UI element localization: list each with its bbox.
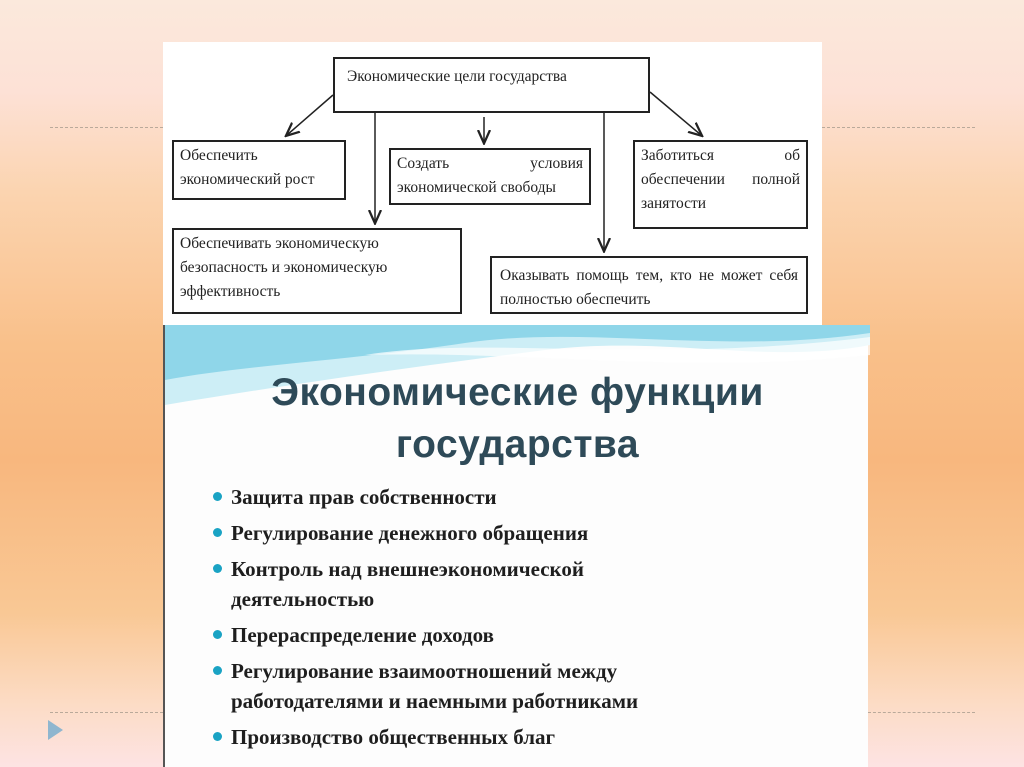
list-item: Перераспределение доходов — [209, 620, 751, 650]
slide-title: Экономические функции — [271, 371, 764, 414]
list-item: Контроль над внешнеэкономической деятель… — [209, 554, 691, 614]
wave-decoration — [165, 325, 870, 405]
functions-list: Защита прав собственности Регулирование … — [209, 482, 751, 758]
list-item-text: Регулирование взаимоотношений между рабо… — [231, 659, 639, 713]
list-item-text: Перераспределение доходов — [231, 623, 494, 647]
goal-label: Создать условия экономической свободы — [397, 155, 583, 196]
divider-line — [50, 127, 163, 128]
bullet-icon — [213, 630, 222, 639]
bullet-icon — [213, 732, 222, 741]
divider-line — [868, 712, 975, 713]
list-item-text: Регулирование денежного обращения — [231, 521, 589, 545]
divider-line — [822, 127, 975, 128]
bullet-icon — [213, 492, 222, 501]
bullet-icon — [213, 528, 222, 537]
slide-title-line2: государства — [395, 423, 640, 466]
bullet-icon — [213, 564, 222, 573]
list-item-text: Производство общественных благ — [231, 725, 556, 749]
goal-box: Обеспечить экономический рост — [172, 140, 346, 200]
divider-line — [50, 712, 163, 713]
list-item-text: Защита прав собственности — [231, 485, 497, 509]
goal-label: Обеспечивать экономическую безопасность … — [180, 235, 388, 300]
list-item: Производство общественных благ — [209, 722, 751, 752]
functions-slide: Экономические функции государства Защита… — [163, 325, 870, 767]
goal-label: Заботиться об обеспечении полной занятос… — [641, 147, 800, 212]
diagram-arrows — [163, 91, 822, 325]
goal-label: Обеспечить экономический рост — [180, 147, 315, 188]
list-item: Регулирование денежного обращения — [209, 518, 751, 548]
goal-box: Создать условия экономической свободы — [389, 148, 591, 205]
list-item-text: Контроль над внешнеэкономической деятель… — [231, 557, 584, 611]
goal-label: Оказывать помощь тем, кто не может себя … — [500, 267, 798, 308]
goal-box: Обеспечивать экономическую безопасность … — [172, 228, 462, 314]
goal-box: Заботиться об обеспечении полной занятос… — [633, 140, 808, 229]
list-item: Защита прав собственности — [209, 482, 751, 512]
root-goal-box: Экономические цели государства — [333, 57, 650, 113]
bullet-icon — [213, 666, 222, 675]
goal-box: Оказывать помощь тем, кто не может себя … — [490, 256, 808, 314]
next-slide-arrow-icon[interactable] — [48, 720, 63, 740]
root-goal-label: Экономические цели государства — [347, 68, 567, 85]
goals-diagram: Экономические цели государства Обеспечит… — [163, 42, 822, 325]
list-item: Регулирование взаимоотношений между рабо… — [209, 656, 731, 716]
